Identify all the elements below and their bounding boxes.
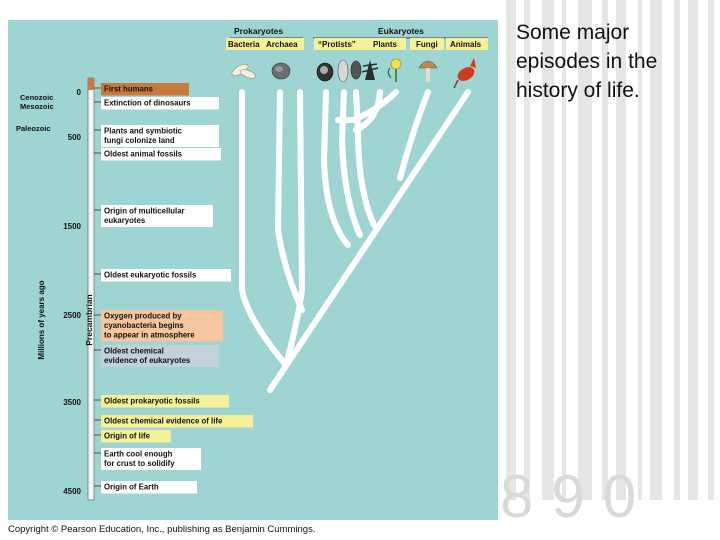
event-label: Extinction of dinosaurs [104, 99, 191, 108]
event-label: Oldest animal fossils [104, 150, 183, 159]
event-label: eukaryotes [104, 216, 146, 225]
event-box [101, 395, 229, 408]
event-item: Oldest animal fossils [94, 148, 221, 161]
event-label: Oxygen produced by [104, 312, 182, 321]
group-fungi: Fungi [416, 40, 438, 49]
event-label: Oldest chemical evidence of life [104, 417, 223, 426]
tick-0: 0 [77, 88, 82, 97]
group-plants: Plants [373, 40, 398, 49]
event-box [101, 310, 223, 342]
tick-2500: 2500 [63, 311, 81, 320]
event-label: Origin of Earth [104, 483, 159, 492]
tick-1500: 1500 [63, 222, 81, 231]
event-item: Extinction of dinosaurs [94, 97, 219, 110]
event-label: for crust to solidify [104, 459, 175, 468]
phylogenetic-tree [239, 89, 471, 393]
archaea-icon [271, 62, 291, 80]
flower-icon [387, 58, 402, 82]
axis-label: Millions of years ago [37, 280, 46, 359]
time-axis-bar [87, 77, 95, 501]
protist-icon [350, 60, 362, 80]
event-box [101, 83, 189, 96]
event-label: First humans [104, 85, 154, 94]
event-item: Oldest chemical evidence of life [94, 415, 253, 428]
event-box [101, 448, 201, 470]
event-label: Plants and symbiotic [104, 127, 183, 136]
event-label: cyanobacteria begins [104, 321, 184, 330]
mushroom-icon [418, 60, 438, 82]
copyright-notice: Copyright © Pearson Education, Inc., pub… [8, 524, 316, 535]
event-box [101, 205, 213, 227]
event-label: Earth cool enough [104, 450, 173, 459]
event-box [101, 345, 219, 367]
event-item: First humans [94, 83, 189, 96]
timeline-diagram: Prokaryotes Eukaryotes Bacteria Archaea … [16, 26, 488, 501]
event-label: Oldest eukaryotic fossils [104, 271, 197, 280]
era-cenozoic: Cenozoic [20, 93, 53, 102]
event-box [101, 125, 219, 147]
group-archaea: Archaea [266, 40, 298, 49]
group-protists: “Protists” [318, 40, 356, 49]
era-mesozoic: Mesozoic [20, 102, 54, 111]
event-label: Oldest prokaryotic fossils [104, 397, 200, 406]
era-paleozoic: Paleozoic [16, 124, 51, 133]
cardinal-bird-icon [453, 58, 476, 89]
event-label: Origin of multicellular [104, 207, 185, 216]
event-item: Origin of Earth [94, 481, 197, 494]
event-label: Oldest chemical [104, 347, 164, 356]
tick-4500: 4500 [63, 487, 81, 496]
event-label: Origin of life [104, 432, 151, 441]
group-animals: Animals [450, 40, 482, 49]
event-box [101, 148, 221, 161]
event-box [101, 97, 219, 110]
event-label: evidence of eukaryotes [104, 356, 191, 365]
tick-3500: 3500 [63, 398, 81, 407]
event-box [101, 481, 197, 494]
precambrian-label: Precambrian [84, 294, 94, 346]
protist-icon [316, 62, 334, 82]
plant-icon [361, 60, 379, 80]
event-box [101, 430, 171, 443]
event-label: fungi colonize land [104, 136, 175, 145]
group-bacteria: Bacteria [228, 40, 260, 49]
event-item: Oldest eukaryotic fossils [94, 269, 231, 282]
decorative-barcode [498, 0, 720, 540]
tick-500: 500 [68, 133, 82, 142]
event-box [101, 269, 231, 282]
eukaryotes-header: Eukaryotes [378, 26, 424, 36]
prokaryotes-header: Prokaryotes [234, 26, 283, 36]
slide-caption: Some major episodes in the history of li… [516, 21, 658, 102]
event-label: to appear in atmosphere [104, 331, 195, 340]
protist-icon [337, 59, 349, 83]
event-item: Origin of life [94, 430, 171, 443]
background-number: 890 [500, 463, 655, 530]
history-of-life-figure: Prokaryotes Eukaryotes Bacteria Archaea … [8, 20, 498, 520]
bacteria-icon [231, 64, 256, 79]
event-item: Oldest prokaryotic fossils [94, 395, 229, 408]
event-box [101, 415, 253, 428]
